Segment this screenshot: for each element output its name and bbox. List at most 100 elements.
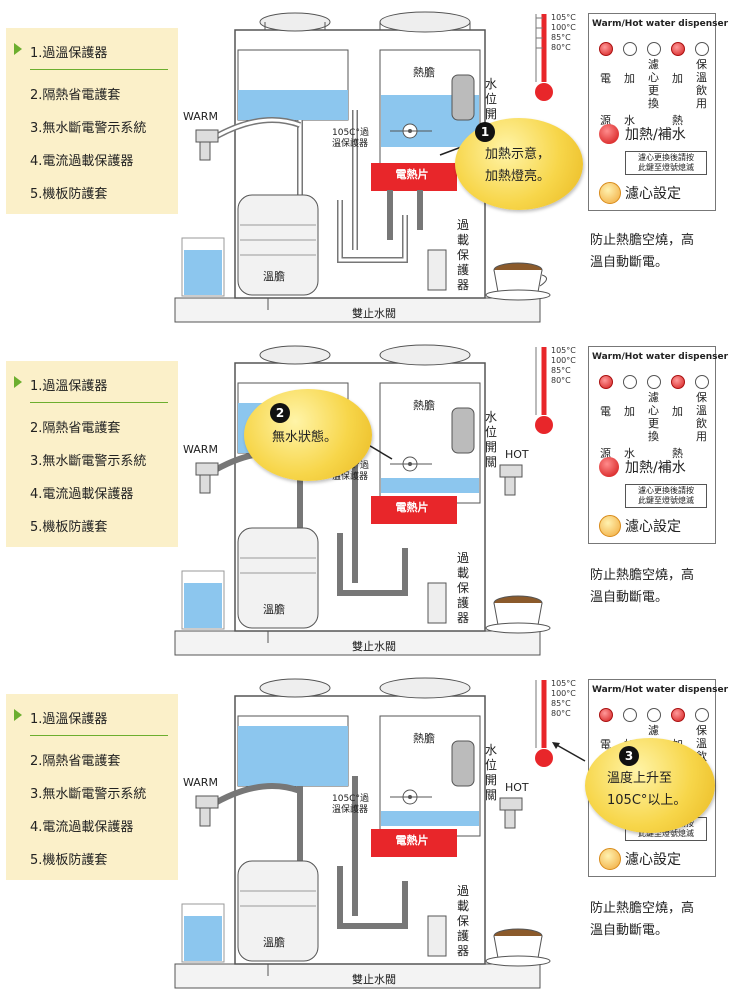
menu-item-3[interactable]: 3.無水斷電警示系統	[30, 454, 147, 469]
filter-led	[647, 708, 661, 722]
filter-set-button[interactable]	[599, 515, 621, 537]
heating-led-label: 加熱	[672, 72, 683, 127]
heat-refill-button[interactable]	[599, 124, 619, 144]
control-panel-title: Warm/Hot water dispenser	[592, 352, 729, 362]
active-underline	[30, 69, 168, 70]
heating-led	[671, 708, 685, 722]
step-number: 2	[270, 403, 290, 423]
add-water-led-label: 加水	[624, 72, 635, 127]
add-water-led	[623, 42, 637, 56]
keep-warm-led	[695, 42, 709, 56]
power-led	[599, 708, 613, 722]
add-water-led-label: 加水	[624, 405, 635, 460]
menu-item-3[interactable]: 3.無水斷電警示系統	[30, 787, 147, 802]
callout-bubble: 3 溫度上升至 105C°以上。	[585, 738, 715, 833]
heater-element: 電熱片	[381, 830, 443, 852]
thermo-tick-80: 80°C	[551, 43, 571, 52]
active-arrow-icon	[14, 709, 22, 721]
warm-label: WARM	[183, 776, 218, 789]
power-led-label: 電源	[600, 405, 611, 460]
menu-item-5[interactable]: 5.機板防護套	[30, 853, 108, 868]
menu-item-2[interactable]: 2.隔熱省電護套	[30, 88, 121, 103]
filter-note-line-2: 此鍵至燈號熄滅	[638, 829, 694, 838]
menu-item-1[interactable]: 1.過溫保護器	[30, 379, 108, 394]
add-water-led	[623, 708, 637, 722]
hot-label: HOT	[505, 448, 529, 461]
control-panel: Warm/Hot water dispenser 電源 加水 濾心更換 加熱 保…	[588, 13, 728, 211]
menu-item-2[interactable]: 2.隔熱省電護套	[30, 421, 121, 436]
overload-label: 過載保護器	[456, 218, 469, 292]
keep-warm-led	[695, 375, 709, 389]
active-arrow-icon	[14, 376, 22, 388]
side-text-line-1: 防止熱膽空燒，高	[590, 568, 695, 583]
check-valve-label: 雙止水閥	[352, 640, 396, 653]
filter-note-line-1: 濾心更換後請按	[638, 153, 694, 162]
hot-tank-label: 熱膽	[413, 732, 435, 745]
power-led-label: 電源	[600, 72, 611, 127]
menu-item-5[interactable]: 5.機板防護套	[30, 187, 108, 202]
active-arrow-icon	[14, 43, 22, 55]
heating-led-label: 加熱	[672, 405, 683, 460]
heat-refill-label: 加熱/補水	[625, 460, 686, 476]
filter-led	[647, 375, 661, 389]
control-panel-title: Warm/Hot water dispenser	[592, 19, 729, 29]
menu-item-4[interactable]: 4.電流過載保護器	[30, 154, 134, 169]
filter-note-line-2: 此鍵至燈號熄滅	[638, 496, 694, 505]
active-underline	[30, 735, 168, 736]
filter-set-label: 濾心設定	[625, 519, 681, 535]
thermo-tick-105: 105°C	[551, 679, 576, 688]
menu-item-5[interactable]: 5.機板防護套	[30, 520, 108, 535]
menu-item-4[interactable]: 4.電流過載保護器	[30, 487, 134, 502]
filter-led	[647, 42, 661, 56]
add-water-led	[623, 375, 637, 389]
callout-line-1: 無水狀態。	[272, 430, 338, 445]
menu-item-3[interactable]: 3.無水斷電警示系統	[30, 121, 147, 136]
thermo-tick-100: 100°C	[551, 23, 576, 32]
side-text-line-2: 溫自動斷電。	[590, 590, 669, 605]
callout-line-1: 溫度上升至	[607, 771, 673, 786]
callout-bubble: 2 無水狀態。	[244, 389, 372, 481]
thermo-tick-100: 100°C	[551, 689, 576, 698]
filter-note-line-1: 濾心更換後請按	[638, 486, 694, 495]
control-panel: Warm/Hot water dispenser 電源 加水 濾心更換 加熱 保…	[588, 346, 728, 544]
water-switch-label: 水位開關	[484, 743, 497, 802]
hot-label: HOT	[505, 781, 529, 794]
heat-refill-button[interactable]	[599, 457, 619, 477]
menu-item-4[interactable]: 4.電流過載保護器	[30, 820, 134, 835]
heating-led	[671, 42, 685, 56]
menu-item-2[interactable]: 2.隔熱省電護套	[30, 754, 121, 769]
menu-item-1[interactable]: 1.過溫保護器	[30, 712, 108, 727]
active-underline	[30, 402, 168, 403]
heater-element: 電熱片	[381, 164, 443, 186]
filter-note-line-2: 此鍵至燈號熄滅	[638, 163, 694, 172]
step-number: 3	[619, 746, 639, 766]
overload-label: 過載保護器	[456, 884, 469, 958]
heat-refill-label: 加熱/補水	[625, 127, 686, 143]
keep-warm-led-label: 保溫飲用	[696, 58, 707, 110]
thermo-tick-85: 85°C	[551, 33, 571, 42]
check-valve-label: 雙止水閥	[352, 973, 396, 986]
filter-led-label: 濾心更換	[648, 391, 659, 443]
thermo-tick-105: 105°C	[551, 13, 576, 22]
hot-tank-label: 熱膽	[413, 66, 435, 79]
protector-label-2: 溫保護器	[332, 805, 369, 815]
filter-set-button[interactable]	[599, 182, 621, 204]
warm-label: WARM	[183, 443, 218, 456]
menu-item-1[interactable]: 1.過溫保護器	[30, 46, 108, 61]
filter-note: 濾心更換後請按 此鍵至燈號熄滅	[625, 484, 707, 508]
heater-element: 電熱片	[381, 497, 443, 519]
filter-set-button[interactable]	[599, 848, 621, 870]
panel-1: 1.過溫保護器 2.隔熱省電護套 3.無水斷電警示系統 4.電流過載保護器 5.…	[0, 0, 742, 333]
side-text-line-1: 防止熱膽空燒，高	[590, 901, 695, 916]
callout-line-1: 加熱示意，	[485, 147, 551, 162]
power-led	[599, 42, 613, 56]
side-text-line-2: 溫自動斷電。	[590, 923, 669, 938]
callout-bubble: 1 加熱示意， 加熱燈亮。	[455, 118, 583, 210]
protector-label-2: 溫保護器	[332, 139, 369, 149]
control-panel-title: Warm/Hot water dispenser	[592, 685, 729, 695]
power-led	[599, 375, 613, 389]
filter-set-label: 濾心設定	[625, 186, 681, 202]
side-text-line-1: 防止熱膽空燒，高	[590, 233, 695, 248]
step-number: 1	[475, 122, 495, 142]
filter-set-label: 濾心設定	[625, 852, 681, 868]
